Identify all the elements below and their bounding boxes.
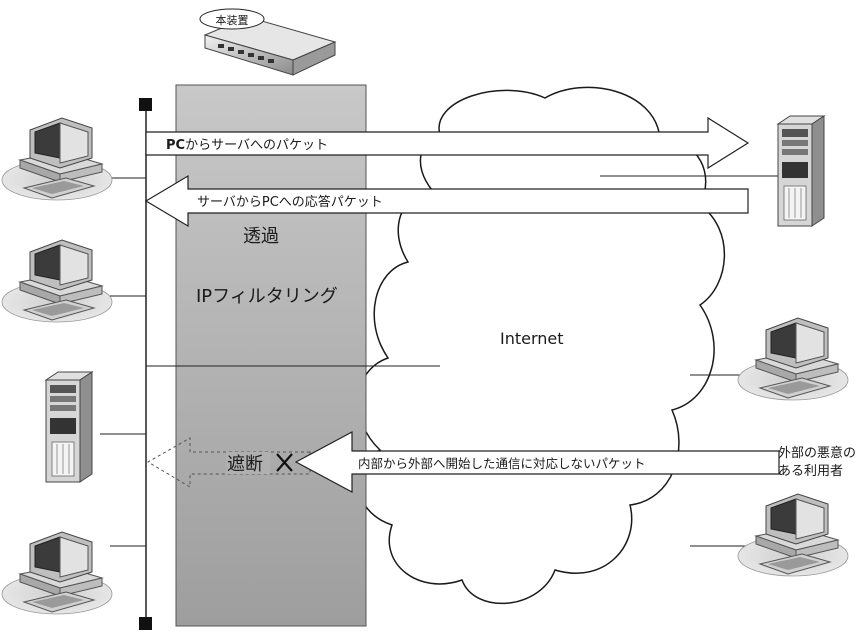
attacker-pc-2-icon [737, 493, 849, 577]
internet-label: Internet [500, 329, 564, 348]
lan-pc-1-icon [1, 117, 113, 201]
lan-bus-terminator-bottom [139, 617, 152, 630]
attacker-label-line2: ある利用者 [778, 464, 843, 479]
arrow-server-to-pc [144, 174, 749, 228]
arrow-attack-label: 内部から外部へ開始した通信に対応しないパケット [358, 456, 646, 471]
lan-pc-3-icon [1, 531, 113, 615]
block-x-icon [276, 453, 293, 472]
ip-filter-band [175, 84, 367, 627]
arrow-pc-to-server-label: PCからサーバへのパケット [166, 138, 328, 153]
blocked-arrow-ghost [147, 437, 311, 488]
lan-pc-2-icon [1, 239, 113, 323]
block-label: 遮断 [227, 454, 263, 475]
arrow-attack [294, 430, 780, 494]
pass-label: 透過 [243, 226, 279, 247]
device-label: 本装置 [216, 13, 249, 27]
internet-server-icon [777, 115, 825, 227]
arrow-server-to-pc-label: サーバからPCへの応答パケット [197, 194, 383, 210]
arrow-pc-to-server [145, 116, 750, 170]
attacker-pc-1-icon [737, 317, 849, 401]
filter-title: IPフィルタリング [196, 286, 338, 307]
lan-server-icon [45, 371, 93, 483]
device-label-bubble [199, 8, 265, 30]
attacker-label-line1: 外部の悪意の [778, 445, 856, 461]
lan-bus-terminator-top [139, 98, 152, 111]
